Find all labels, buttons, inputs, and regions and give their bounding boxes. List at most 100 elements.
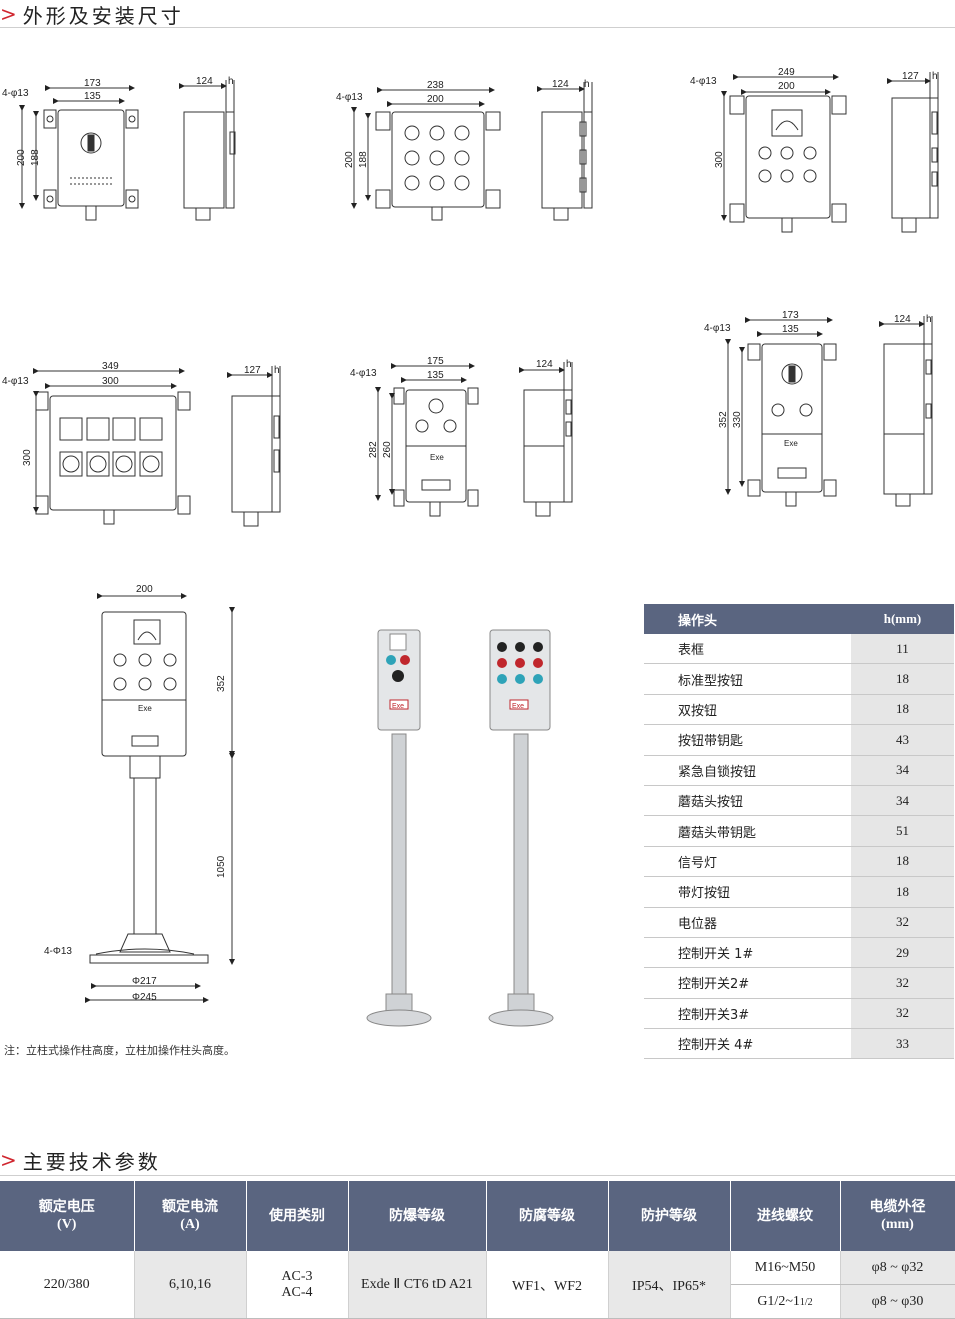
d5-w1: 175 (427, 356, 444, 367)
row-h: 18 (851, 663, 954, 695)
d2-h2: 188 (358, 151, 369, 168)
d4-h1: 300 (22, 449, 33, 466)
d7-label: Exe (138, 704, 152, 713)
d5-label: Exe (430, 453, 444, 462)
d6-w2: 135 (782, 324, 799, 335)
d1-w1: 173 (84, 78, 101, 89)
row-name: 表框 (644, 634, 851, 665)
header-explosion: 防爆等级 (348, 1181, 487, 1251)
d2-w2: 200 (427, 94, 444, 105)
row-h: 34 (851, 785, 954, 817)
value-explosion: Exde Ⅱ CT6 tD A21 (348, 1251, 487, 1319)
header-voltage: 额定电压(V) (0, 1181, 135, 1251)
value-corrosion: WF1、WF2 (486, 1251, 609, 1319)
row-name: 标准型按钮 (644, 663, 851, 695)
params-row: G1/2~11/2 φ8 ~ φ30 (0, 1284, 955, 1319)
d2-sh: h (584, 79, 590, 90)
d2-sw: 124 (552, 79, 569, 90)
photo2-label: Exe (512, 703, 524, 710)
drawing-5 (375, 362, 573, 517)
row-name: 蘑菇头带钥匙 (644, 815, 851, 847)
row-h: 43 (851, 724, 954, 756)
row-name: 控制开关3# (644, 998, 851, 1030)
technical-parameters-table: 额定电压(V) 额定电流(A) 使用类别 防爆等级 防腐等级 防护等级 进线螺纹… (0, 1181, 955, 1319)
header-corrosion: 防腐等级 (486, 1181, 609, 1251)
d6-mount: 4-φ13 (704, 323, 731, 334)
value-thread-1: M16~M50 (730, 1251, 841, 1285)
d6-h2: 330 (732, 411, 743, 428)
photo-column-1 (366, 629, 432, 1027)
row-name: 按钮带钥匙 (644, 724, 851, 756)
d2-h1: 200 (344, 151, 355, 168)
d3-mount: 4-φ13 (690, 76, 717, 87)
d7-base2: Φ245 (132, 992, 157, 1003)
d6-sw: 124 (894, 314, 911, 325)
drawing-2 (351, 82, 593, 221)
drawing-7 (85, 593, 235, 1003)
section-divider (0, 1175, 955, 1176)
value-voltage: 220/380 (0, 1251, 135, 1319)
d6-w1: 173 (782, 310, 799, 321)
row-name: 控制开关2# (644, 967, 851, 999)
row-h: 18 (851, 846, 954, 878)
row-name: 紧急自锁按钮 (644, 755, 851, 786)
d5-w2: 135 (427, 370, 444, 381)
d5-mount: 4-φ13 (350, 368, 377, 379)
row-h: 32 (851, 967, 954, 999)
row-h: 29 (851, 937, 954, 969)
header-h-mm: h(mm) (851, 604, 954, 634)
header-category: 使用类别 (246, 1181, 349, 1251)
d2-mount: 4-φ13 (336, 92, 363, 103)
footnote: 注：立柱式操作柱高度，立柱加操作柱头高度。 (4, 1044, 235, 1057)
row-name: 蘑菇头按钮 (644, 785, 851, 817)
d1-h1: 200 (16, 149, 27, 166)
table-row: 控制开关 1#29 (644, 937, 954, 969)
header-operating-head: 操作头 (644, 604, 851, 634)
value-current: 6,10,16 (134, 1251, 247, 1319)
d7-w: 200 (136, 584, 153, 595)
d7-mount: 4-Φ13 (44, 946, 72, 957)
row-name: 电位器 (644, 907, 851, 938)
d4-mount: 4-φ13 (2, 376, 29, 387)
d3-w2: 200 (778, 81, 795, 92)
d4-sh: h (274, 365, 280, 376)
d3-sw: 127 (902, 71, 919, 82)
row-h: 11 (851, 634, 954, 665)
d4-sw: 127 (244, 365, 261, 376)
d2-w1: 238 (427, 80, 444, 91)
section-title: 主要技术参数 (22, 1149, 161, 1174)
row-name: 带灯按钮 (644, 876, 851, 908)
d4-w1: 349 (102, 361, 119, 372)
value-protection: IP54、IP65* (608, 1251, 731, 1319)
drawing-6 (725, 316, 933, 507)
section-header-dimensions: > 外形及安装尺寸 (0, 0, 184, 28)
d4-w2: 300 (102, 376, 119, 387)
table-row: 控制开关2#32 (644, 967, 954, 999)
section-header-parameters: > 主要技术参数 (0, 1146, 161, 1174)
d3-h1: 300 (714, 151, 725, 168)
d5-h2: 260 (382, 441, 393, 458)
drawing-3 (721, 72, 939, 233)
d6-sh: h (926, 314, 932, 325)
row-name: 控制开关 1# (644, 937, 851, 969)
d1-h2: 188 (30, 149, 41, 166)
row-h: 18 (851, 694, 954, 726)
row-name: 信号灯 (644, 846, 851, 878)
photo-column-2 (488, 629, 554, 1027)
section-title: 外形及安装尺寸 (22, 3, 184, 28)
value-cable-2: φ8 ~ φ30 (840, 1284, 955, 1319)
photo1-label: Exe (392, 703, 404, 710)
drawing-1 (19, 80, 236, 221)
